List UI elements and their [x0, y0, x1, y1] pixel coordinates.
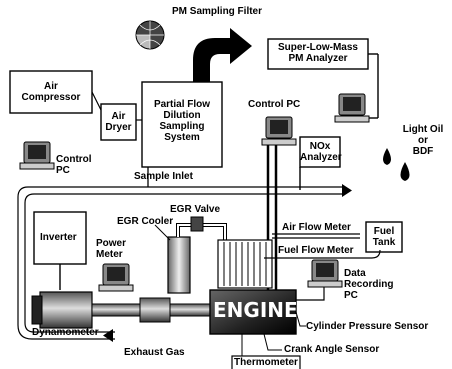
- air-dryer-line2: Dryer: [105, 122, 132, 133]
- sample-flow-arrow: [193, 28, 252, 82]
- control-pc-left-icon: [19, 141, 55, 170]
- light-oil-line3: BDF: [412, 146, 434, 157]
- data-recording-pc-icon: [307, 259, 343, 288]
- pm-filter-label: PM Sampling Filter: [172, 6, 263, 17]
- inverter-box: [33, 211, 87, 265]
- dilution-system-box: [141, 81, 223, 168]
- fuel-tank-label: Fuel Tank: [366, 226, 402, 248]
- light-oil-line1: Light Oil: [402, 124, 444, 135]
- thermometer-label: Thermometer: [234, 357, 298, 368]
- slm-pc-icon: [334, 93, 370, 123]
- data-rec-line1: Data: [344, 268, 366, 279]
- intake-manifold: [217, 239, 273, 289]
- dilution-system-label: Partial Flow Dilution Sampling System: [142, 99, 222, 143]
- control-pc-top-label: Control PC: [248, 99, 301, 110]
- engine-label: ENGINE: [213, 298, 298, 322]
- data-rec-line3: PC: [344, 290, 358, 301]
- fuel-tank-box: [365, 221, 403, 253]
- fuel-droplet-icon: [383, 148, 410, 181]
- control-pc-left-label: Control PC: [56, 154, 92, 176]
- cylinder-pressure-label: Cylinder Pressure Sensor: [306, 321, 429, 332]
- nox-line1: NOx: [309, 141, 331, 152]
- air-dryer-box: [100, 103, 137, 141]
- dynamometer-label: Dynamometer: [32, 327, 99, 338]
- nox-analyzer-label: NOx Analyzer: [300, 141, 342, 163]
- egr-cooler: [167, 236, 191, 294]
- control-pc-left-line1: Control: [56, 154, 92, 165]
- thermometer-box: [231, 355, 301, 369]
- egr-valve: [190, 216, 204, 232]
- crank-angle-label: Crank Angle Sensor: [284, 344, 380, 355]
- inverter-label: Inverter: [40, 232, 77, 243]
- air-compressor-label: Air Compressor: [10, 81, 92, 103]
- air-compressor-box: [9, 70, 93, 114]
- air-compressor-line2: Compressor: [21, 92, 81, 103]
- control-pc-top-icon: [261, 116, 297, 146]
- dilution-line2: Dilution: [163, 110, 201, 121]
- dilution-line3: Sampling: [159, 121, 205, 132]
- egr-valve-label: EGR Valve: [170, 204, 221, 215]
- power-meter-line2: Meter: [96, 249, 123, 260]
- exhaust-gas-label: Exhaust Gas: [124, 347, 185, 358]
- nox-line2: Analyzer: [300, 152, 342, 163]
- fuel-flow-meter-label: Fuel Flow Meter: [278, 245, 354, 256]
- slm-analyzer-line1: Super-Low-Mass: [277, 42, 358, 53]
- data-recording-pc-label: Data Recording PC: [344, 268, 393, 301]
- engine-block: [209, 289, 297, 335]
- power-meter-label: Power Meter: [96, 238, 126, 260]
- air-compressor-line1: Air: [44, 81, 58, 92]
- egr-cooler-label: EGR Cooler: [117, 216, 174, 227]
- power-meter-pc-icon: [98, 263, 134, 292]
- nox-analyzer-box: [299, 136, 341, 168]
- dilution-line4: System: [164, 132, 200, 143]
- dilution-line1: Partial Flow: [153, 99, 211, 110]
- light-oil-line2: or: [418, 135, 428, 146]
- dynamometer: [31, 291, 211, 329]
- power-meter-line1: Power: [96, 238, 127, 249]
- control-pc-left-line2: PC: [56, 165, 70, 176]
- air-dryer-line1: Air: [111, 111, 126, 122]
- light-oil-label: Light Oil or BDF: [396, 124, 450, 157]
- slm-analyzer-line2: PM Analyzer: [288, 53, 348, 64]
- air-flow-meter-label: Air Flow Meter: [282, 222, 351, 233]
- air-dryer-label: Air Dryer: [101, 111, 136, 133]
- fuel-tank-line1: Fuel: [373, 226, 395, 237]
- pm-filter-icon: [135, 20, 165, 50]
- exhaust-pipe: [17, 186, 342, 340]
- data-rec-line2: Recording: [344, 279, 394, 290]
- sample-inlet-label: Sample Inlet: [134, 171, 193, 182]
- fuel-tank-line2: Tank: [372, 237, 396, 248]
- slm-analyzer-label: Super-Low-Mass PM Analyzer: [268, 42, 368, 64]
